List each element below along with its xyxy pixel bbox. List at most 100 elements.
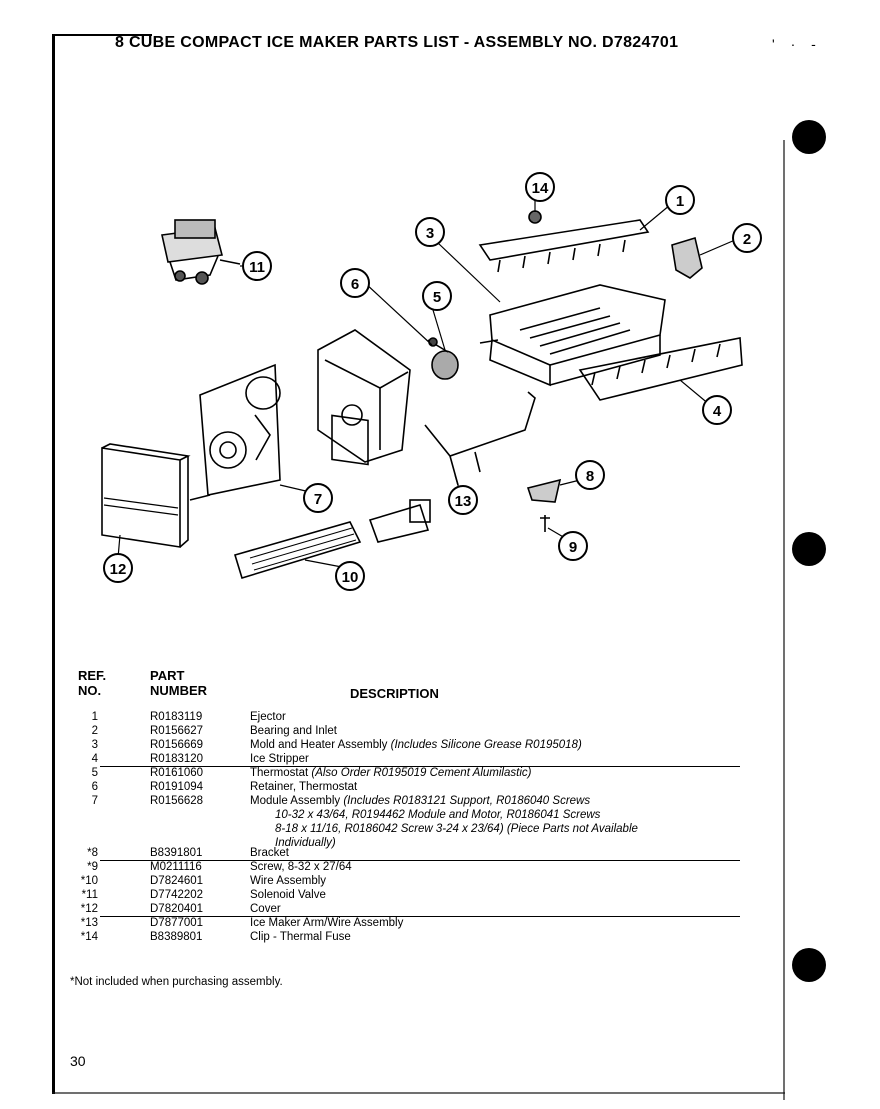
ref-no-cell: *8 bbox=[87, 847, 98, 859]
description-continuation: 10-32 x 43/64, R0194462 Module and Motor… bbox=[275, 809, 601, 821]
ref-no-cell: *10 bbox=[80, 875, 98, 887]
ref-no-cell: *12 bbox=[80, 903, 98, 915]
bearing-inlet-drawing bbox=[671, 236, 703, 279]
screw-drawing bbox=[540, 515, 550, 532]
description-cell: Ejector bbox=[250, 711, 286, 723]
callout-14: 14 bbox=[525, 172, 555, 202]
part-number-cell: D7877001 bbox=[150, 917, 204, 929]
page-border-right bbox=[783, 140, 785, 1100]
description-cell: Bearing and Inlet bbox=[250, 725, 337, 737]
table-rule bbox=[100, 766, 740, 767]
svg-text:3: 3 bbox=[426, 225, 434, 242]
table-row: 1 R0183119 Ejector bbox=[70, 710, 750, 724]
ref-no-cell: 3 bbox=[91, 739, 98, 751]
ice-stripper-drawing bbox=[578, 337, 743, 401]
table-row: *12 D7820401 Cover bbox=[70, 902, 750, 916]
description-cell: Clip - Thermal Fuse bbox=[250, 931, 351, 943]
part-number-header: PART NUMBER bbox=[150, 668, 208, 698]
page-border-left bbox=[52, 34, 55, 1094]
description-continuation: 8-18 x 11/16, R0186042 Screw 3-24 x 23/6… bbox=[275, 823, 638, 835]
description-continuation: Individually) bbox=[275, 837, 336, 849]
table-row: 4 R0183120 Ice Stripper bbox=[70, 752, 750, 766]
svg-text:5: 5 bbox=[433, 289, 441, 306]
ref-no-cell: 2 bbox=[91, 725, 98, 737]
ref-no-cell: 5 bbox=[91, 767, 98, 779]
part-number-cell: R0156628 bbox=[150, 795, 204, 807]
svg-text:4: 4 bbox=[713, 403, 722, 420]
wire-assembly-drawing bbox=[233, 499, 431, 579]
table-rule bbox=[100, 860, 740, 861]
svg-text:7: 7 bbox=[314, 491, 322, 508]
description-cell: Bracket bbox=[250, 847, 289, 859]
svg-text:13: 13 bbox=[455, 493, 472, 510]
callout-6: 6 bbox=[340, 268, 370, 298]
ref-no-cell: 4 bbox=[91, 753, 98, 765]
svg-text:1: 1 bbox=[676, 193, 684, 210]
part-number-cell: B8389801 bbox=[150, 931, 203, 943]
description-cell: Ice Maker Arm/Wire Assembly bbox=[250, 917, 404, 929]
thermal-fuse-clip-drawing bbox=[528, 210, 542, 224]
page-title: 8 CUBE COMPACT ICE MAKER PARTS LIST - AS… bbox=[115, 34, 679, 51]
table-rule bbox=[100, 916, 740, 917]
description-note: (Includes R0183121 Support, R0186040 Scr… bbox=[343, 795, 591, 807]
binder-hole-bottom bbox=[792, 948, 826, 982]
page-number: 30 bbox=[70, 1053, 86, 1069]
description-note: (Also Order R0195019 Cement Alumilastic) bbox=[311, 767, 532, 779]
solenoid-valve-drawing bbox=[161, 219, 241, 285]
callout-13: 13 bbox=[448, 485, 478, 515]
part-number-cell: B8391801 bbox=[150, 847, 203, 859]
part-number-cell: R0183120 bbox=[150, 753, 204, 765]
ref-no-cell: *13 bbox=[80, 917, 98, 929]
description-cell: Solenoid Valve bbox=[250, 889, 326, 901]
description-cell: Ice Stripper bbox=[250, 753, 309, 765]
description-cell: Wire Assembly bbox=[250, 875, 327, 887]
svg-text:11: 11 bbox=[249, 259, 265, 276]
part-number-cell: R0156627 bbox=[150, 725, 204, 737]
svg-text:9: 9 bbox=[569, 539, 577, 556]
part-number-cell: R0183119 bbox=[150, 711, 203, 723]
callout-7: 7 bbox=[303, 483, 333, 513]
callout-11: 11 bbox=[242, 251, 272, 281]
ref-no-cell: *11 bbox=[81, 889, 98, 901]
description-note: (Includes Silicone Grease R0195018) bbox=[390, 739, 582, 751]
callout-5: 5 bbox=[422, 281, 452, 311]
ejector-drawing bbox=[478, 219, 650, 273]
description-cell: Module Assembly (Includes R0183121 Suppo… bbox=[250, 795, 591, 807]
callout-9: 9 bbox=[558, 531, 588, 561]
part-number-cell: D7820401 bbox=[150, 903, 204, 915]
description-cell: Thermostat (Also Order R0195019 Cement A… bbox=[250, 767, 532, 779]
table-row: *8 B8391801 Bracket bbox=[70, 846, 750, 860]
module-assembly-drawing bbox=[189, 363, 281, 501]
callout-4: 4 bbox=[702, 395, 732, 425]
description-cell: Screw, 8-32 x 27/64 bbox=[250, 861, 352, 873]
callout-1: 1 bbox=[665, 185, 695, 215]
svg-text:2: 2 bbox=[743, 231, 751, 248]
callout-8: 8 bbox=[575, 460, 605, 490]
description-cell: Retainer, Thermostat bbox=[250, 781, 358, 793]
callout-10: 10 bbox=[335, 561, 365, 591]
part-number-cell: R0191094 bbox=[150, 781, 204, 793]
mold-heater-drawing bbox=[479, 284, 666, 387]
part-number-cell: M0211116 bbox=[150, 861, 202, 873]
table-row: *13 D7877001 Ice Maker Arm/Wire Assembly bbox=[70, 916, 750, 930]
page-border-top bbox=[52, 34, 152, 36]
ref-no-cell: 1 bbox=[91, 711, 98, 723]
exploded-parts-diagram: 1 2 3 4 5 6 7 8 9 10 11 12 13 14 bbox=[101, 172, 762, 591]
binder-hole-middle bbox=[792, 532, 826, 566]
part-number-cell: R0156669 bbox=[150, 739, 204, 751]
callout-12: 12 bbox=[103, 553, 133, 583]
part-number-cell: R0161060 bbox=[150, 767, 204, 779]
description-cell: Cover bbox=[250, 903, 281, 915]
scan-marks: ' · - bbox=[772, 36, 822, 52]
svg-text:8: 8 bbox=[586, 468, 594, 485]
svg-text:10: 10 bbox=[342, 569, 359, 586]
cover-drawing bbox=[101, 443, 191, 548]
callout-2: 2 bbox=[732, 223, 762, 253]
part-number-cell: D7824601 bbox=[150, 875, 204, 887]
